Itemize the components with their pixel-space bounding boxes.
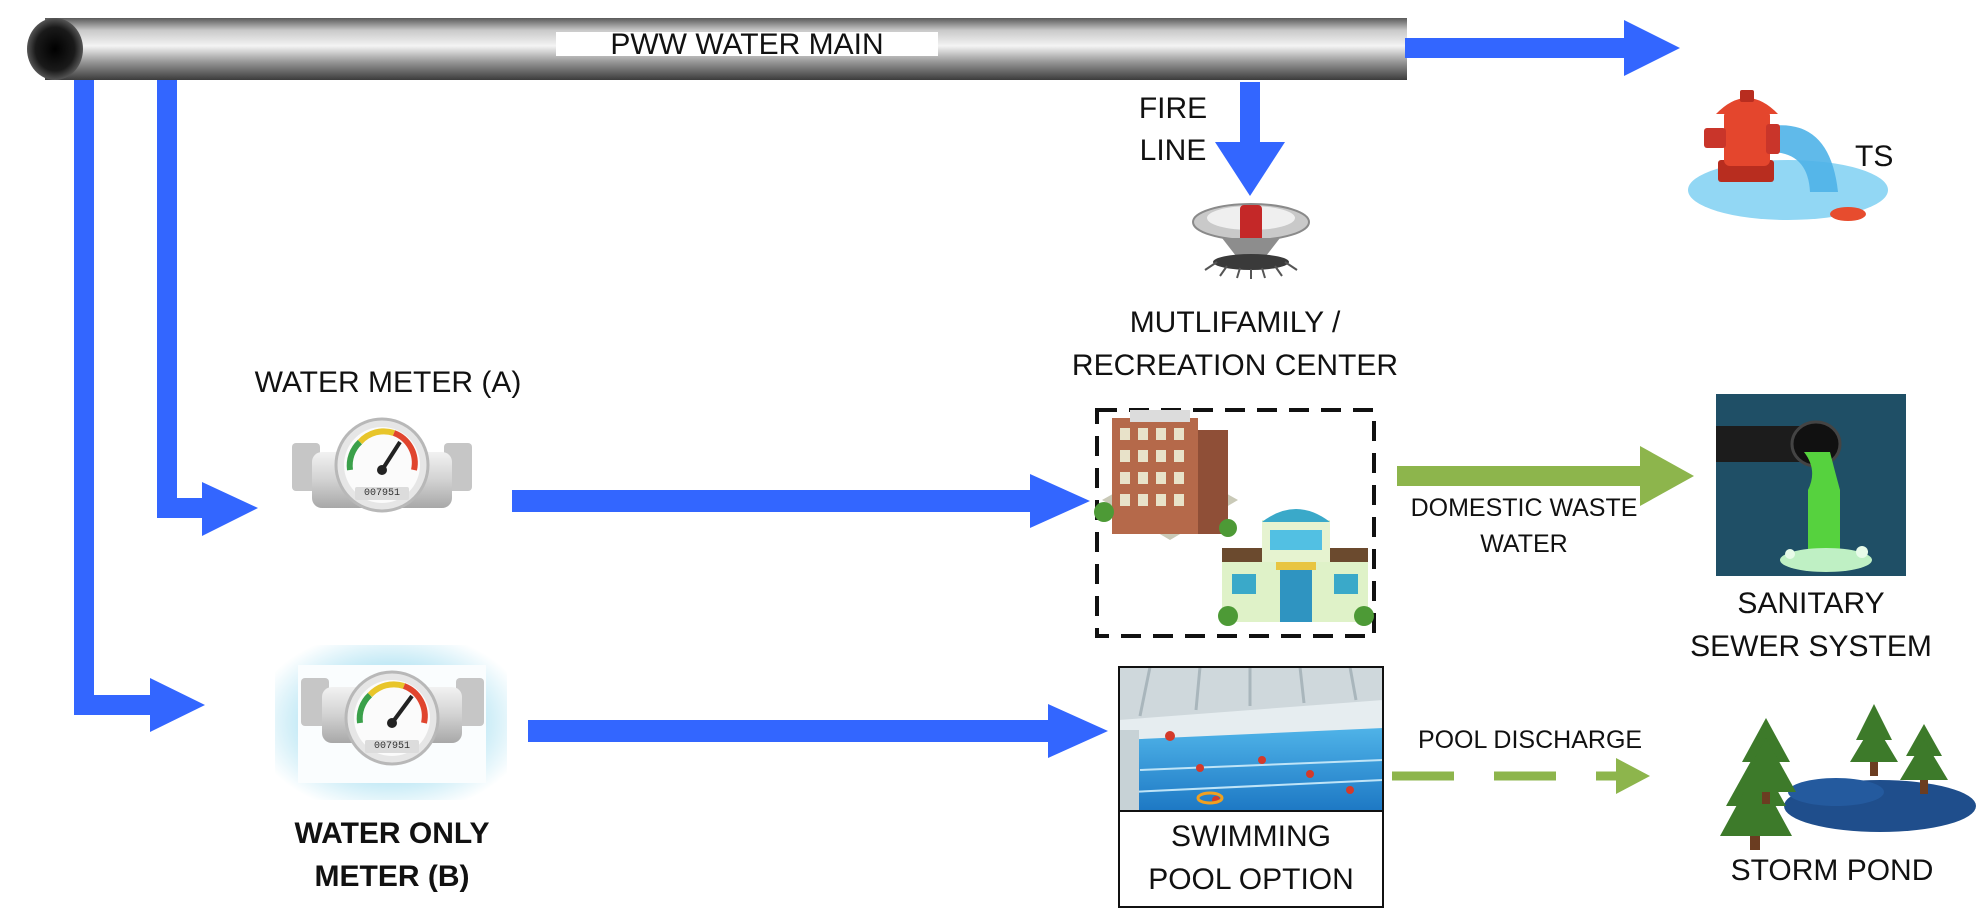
meter-b-reading: 007951 [373, 741, 410, 752]
fire-hydrant-icon [1688, 90, 1888, 221]
storm-pond-label: STORM POND [1730, 854, 1934, 887]
domestic-waste-label: DOMESTIC WASTE WATER [1410, 494, 1638, 558]
pool-box-border [1118, 666, 1384, 908]
hydrant-label: TS [1855, 140, 1894, 173]
building-boundary [1095, 408, 1376, 638]
sprinkler-icon [1192, 203, 1310, 279]
pool-discharge-label: POOL DISCHARGE [1417, 726, 1643, 754]
water-flow-lines [74, 20, 1680, 758]
water-meter-a-icon [292, 417, 472, 513]
sewer-pipe-icon [1716, 394, 1906, 576]
branch-a-line [157, 80, 208, 518]
main-label-bg [556, 32, 938, 56]
meter-b-out-line [528, 720, 1050, 742]
water-meter-b-icon [275, 645, 507, 800]
domestic-waste-line [1397, 466, 1645, 486]
branch-b-line [74, 80, 156, 715]
meter-b-label: WATER ONLY METER (B) [294, 817, 490, 893]
building-label: MUTLIFAMILY / RECREATION CENTER [1071, 306, 1399, 382]
fire-line-arrow [1215, 142, 1285, 196]
water-main-label: PWW WATER MAIN [610, 28, 884, 61]
meter-a-out-line [512, 490, 1032, 512]
meter-b-out-arrow [1048, 704, 1108, 758]
apartment-building-icon [1094, 410, 1238, 540]
domestic-waste-arrow [1640, 446, 1694, 506]
meter-a-reading: 007951 [363, 488, 400, 499]
waste-lines [1392, 446, 1694, 794]
meter-a-out-arrow [1030, 474, 1090, 528]
main-out-line [1405, 38, 1627, 58]
swimming-pool-label: SWIMMING POOL OPTION [1148, 820, 1354, 896]
swimming-pool-image [1119, 666, 1384, 811]
meter-a-label: WATER METER (A) [254, 366, 522, 399]
fire-line [1240, 82, 1260, 144]
main-out-arrow [1624, 20, 1680, 76]
sanitary-sewer-label: SANITARY SEWER SYSTEM [1690, 587, 1932, 663]
pipe-end-cap [27, 18, 83, 80]
recreation-center-icon [1218, 509, 1374, 626]
pool-discharge-arrow [1616, 758, 1650, 794]
storm-pond-icon [1720, 704, 1976, 850]
branch-b-arrow [150, 678, 205, 732]
branch-a-arrow [202, 482, 258, 536]
fire-line-label: FIRE LINE [1138, 92, 1208, 167]
